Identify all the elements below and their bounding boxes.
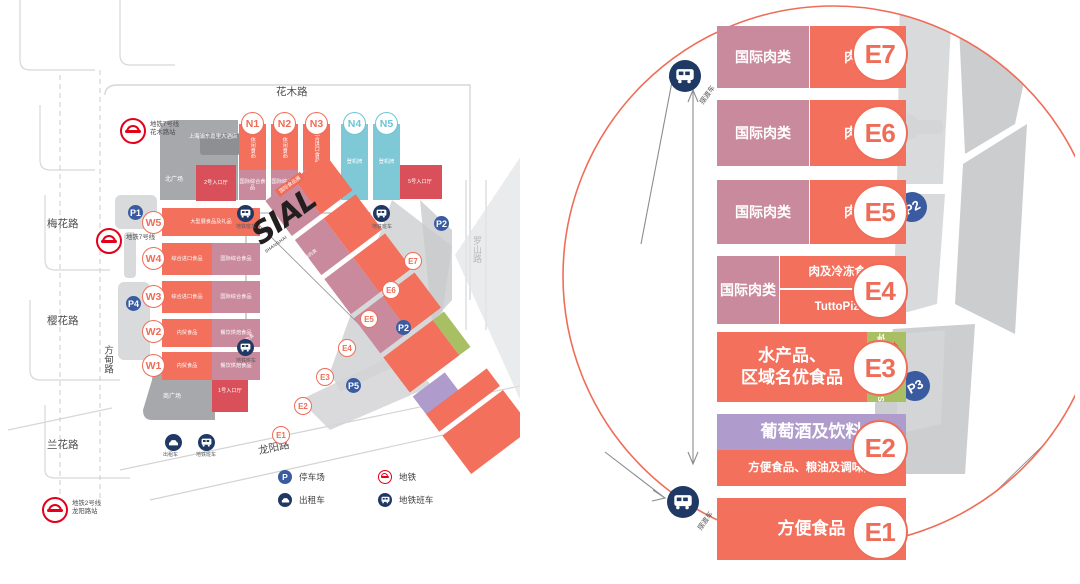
hall-code-N4[interactable]: N4: [343, 112, 366, 135]
street-label-fangdian: 方甸路: [102, 345, 113, 374]
parking-pin-P4[interactable]: P4: [126, 296, 141, 311]
lens-shuttle-bus-icon-north[interactable]: [669, 60, 701, 92]
hall-code-N1[interactable]: N1: [241, 112, 264, 135]
lens-hall-E3-section-0: 水产品、 区域名优食品: [717, 332, 867, 402]
lens-hall-E7-section-0: 国际肉类: [717, 26, 809, 88]
hall-code-W4[interactable]: W4: [142, 247, 165, 270]
shuttle-bus-icon-east[interactable]: [373, 205, 390, 222]
mini-hall-code-E7[interactable]: E7: [404, 252, 422, 270]
hall-code-W2[interactable]: W2: [142, 320, 165, 343]
lens-hall-code-E4[interactable]: E4: [852, 263, 908, 319]
mini-hall-code-E1[interactable]: E1: [272, 426, 290, 444]
hall-code-W5[interactable]: W5: [142, 211, 165, 234]
hall-code-N5[interactable]: N5: [375, 112, 398, 135]
street-label-yinghua: 樱花路: [47, 315, 79, 327]
legend-label-parking: 停车场: [299, 472, 325, 482]
taxi-caption-south-plaza: 出租车: [163, 452, 179, 458]
shuttle-bus-icon: [378, 493, 392, 507]
shuttle-bus-caption-north: 地铁班车: [236, 224, 257, 230]
magnified-east-halls: 摆渡车 摆渡车 P2 P3 国际肉类 肉类 E7 国际肉类 肉类 E6 国际肉类…: [545, 4, 1075, 580]
lens-hall-code-E6[interactable]: E6: [852, 105, 908, 161]
metro-icon: [378, 470, 392, 484]
hall-code-W3[interactable]: W3: [142, 285, 165, 308]
parking-pin-P5[interactable]: P5: [346, 378, 361, 393]
legend-item-taxi: 出租车: [278, 493, 378, 507]
lens-hall-E5-section-0: 国际肉类: [717, 180, 809, 244]
mini-hall-code-E3[interactable]: E3: [316, 368, 334, 386]
street-label-luoshan: 罗山路: [472, 236, 482, 263]
street-label-huamu: 花木路: [276, 86, 308, 98]
lens-shuttle-bus-icon-south[interactable]: [667, 486, 699, 518]
shuttle-bus-caption-south-plaza: 地铁班车: [196, 452, 217, 458]
metro-label-line7-huamu: 地铁7号线花木路站: [150, 121, 180, 136]
overview-map: 花木路 梅花路 樱花路 兰花路 龙阳路 方甸路 罗山路 地铁7号线花木路站 地铁…: [0, 0, 520, 584]
parking-pin-P2c[interactable]: P2: [396, 320, 411, 335]
legend-row-2: 出租车 地铁班车: [278, 493, 478, 507]
shuttle-bus-icon-north[interactable]: [237, 205, 254, 222]
metro-icon-line7-huamu[interactable]: [120, 118, 146, 144]
legend-item-shuttle: 地铁班车: [378, 493, 478, 507]
map-legend: P 停车场 地铁 出租车: [278, 470, 478, 516]
building-label-kerry-hotel: 上海浦东嘉里大酒店: [188, 134, 238, 140]
entrance-hall-5[interactable]: 5号入口厅: [398, 165, 442, 199]
mini-hall-code-E4[interactable]: E4: [338, 339, 356, 357]
parking-pin-P2b[interactable]: P2: [434, 216, 449, 231]
metro-icon-line7-b[interactable]: [96, 228, 122, 254]
legend-label-metro: 地铁: [399, 472, 417, 482]
shuttle-bus-caption-east: 地铁班车: [372, 224, 393, 230]
building-label-south-plaza: 商广场: [163, 394, 182, 400]
hall-code-N3[interactable]: N3: [305, 112, 328, 135]
lens-hall-code-E1[interactable]: E1: [852, 504, 908, 560]
shuttle-bus-caption-south: 地铁班车: [236, 358, 257, 364]
mini-hall-code-E5[interactable]: E5: [360, 310, 378, 328]
taxi-icon-south-plaza[interactable]: [165, 434, 182, 451]
lens-hall-code-E3[interactable]: E3: [852, 340, 908, 396]
lens-hall-E6-section-0: 国际肉类: [717, 100, 809, 166]
shuttle-bus-icon-south[interactable]: [237, 339, 254, 356]
street-label-lanhua: 兰花路: [47, 439, 79, 451]
legend-label-shuttle: 地铁班车: [399, 495, 434, 505]
mini-hall-code-E6[interactable]: E6: [382, 281, 400, 299]
metro-label-line7-b: 地铁7号线: [126, 234, 156, 241]
hall-code-W1[interactable]: W1: [142, 354, 165, 377]
metro-icon-line2-longyang[interactable]: [42, 497, 68, 523]
parking-icon: P: [278, 470, 292, 484]
legend-item-metro: 地铁: [378, 470, 478, 484]
street-label-meihua: 梅花路: [47, 218, 79, 230]
legend-label-taxi: 出租车: [299, 495, 325, 505]
lens-hall-code-E7[interactable]: E7: [852, 26, 908, 82]
lens-hall-code-E5[interactable]: E5: [852, 184, 908, 240]
shuttle-bus-icon-south-plaza[interactable]: [198, 434, 215, 451]
mini-hall-code-E2[interactable]: E2: [294, 397, 312, 415]
metro-label-line2-longyang: 地铁2号线龙阳路站: [72, 500, 102, 515]
legend-item-parking: P 停车场: [278, 470, 378, 484]
taxi-icon: [278, 493, 292, 507]
legend-row-1: P 停车场 地铁: [278, 470, 478, 484]
hall-code-N2[interactable]: N2: [273, 112, 296, 135]
lens-hall-E4-section-0: 国际肉类: [717, 256, 779, 324]
entrance-hall-2[interactable]: 2号入口厅: [196, 165, 236, 201]
parking-pin-P1[interactable]: P1: [128, 205, 143, 220]
lens-hall-code-E2[interactable]: E2: [852, 420, 908, 476]
building-label-north-plaza: 北广场: [165, 177, 184, 183]
